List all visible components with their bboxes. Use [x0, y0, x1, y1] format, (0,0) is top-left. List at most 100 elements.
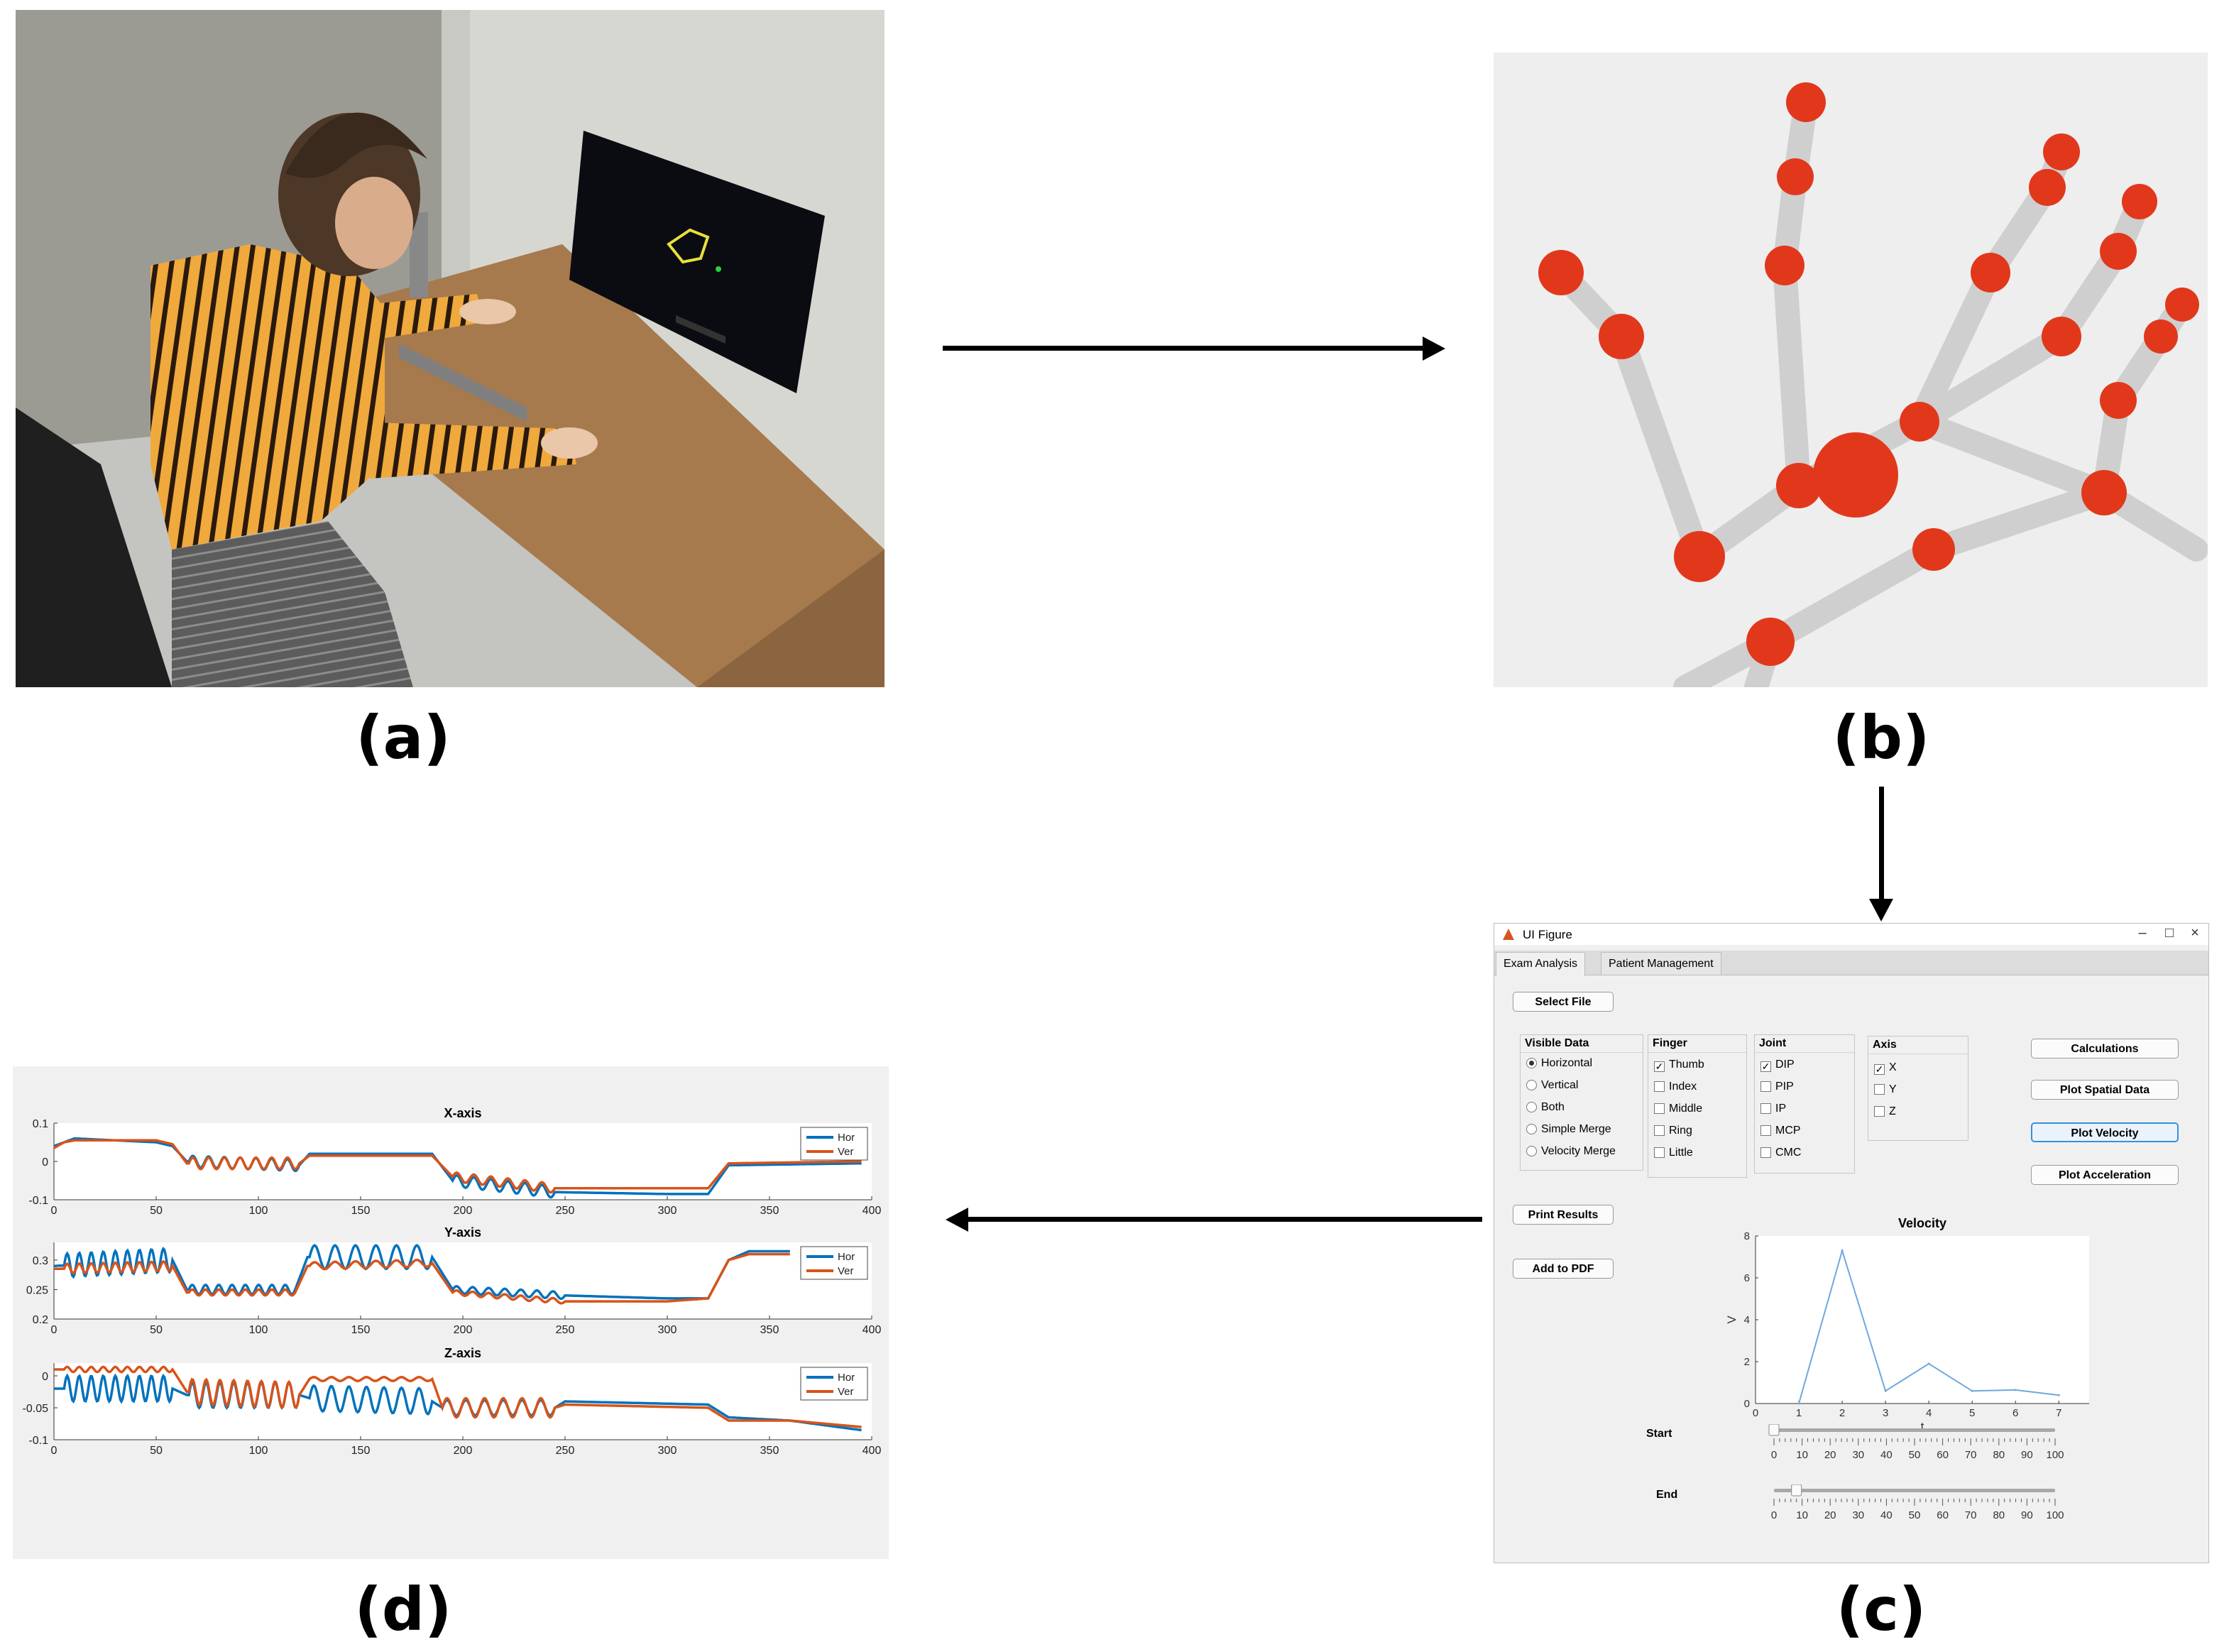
plot-area: [54, 1123, 872, 1200]
axis-group: Axis ✓X Y Z: [1868, 1036, 1968, 1141]
close-icon[interactable]: ×: [2191, 925, 2199, 941]
legend-box: [800, 1246, 868, 1280]
radio-simple-merge[interactable]: Simple Merge: [1526, 1122, 1611, 1137]
legend-label: Ver: [838, 1386, 854, 1398]
checkbox-ring[interactable]: Ring: [1654, 1124, 1692, 1138]
slider-tick-label: 40: [1880, 1449, 1893, 1461]
plot-acceleration-button[interactable]: Plot Acceleration: [2031, 1165, 2179, 1185]
tab-exam-analysis[interactable]: Exam Analysis: [1496, 952, 1586, 976]
arrow-head-right: [1423, 337, 1445, 361]
x-tick-label: 4: [1926, 1407, 1932, 1419]
legend-label: Hor: [838, 1251, 855, 1263]
hand-skeleton-render: [1494, 53, 2208, 687]
checkbox-thumb[interactable]: ✓Thumb: [1654, 1059, 1704, 1072]
y-tick-label: -0.1: [28, 1435, 48, 1447]
velocity-point: [1884, 1389, 1887, 1392]
y-tick-label: 0.25: [26, 1284, 48, 1296]
checkbox-x[interactable]: ✓X: [1874, 1061, 1897, 1075]
legend-label: Ver: [838, 1265, 854, 1277]
radio-horizontal[interactable]: Horizontal: [1526, 1056, 1592, 1071]
checkbox-little[interactable]: Little: [1654, 1146, 1693, 1160]
velocity-point: [2057, 1394, 2060, 1396]
chart-title: Velocity: [1898, 1216, 1946, 1230]
x-tick-label: 0: [51, 1205, 57, 1217]
add-to-pdf-button[interactable]: Add to PDF: [1513, 1259, 1614, 1279]
x-tick-label: 0: [51, 1445, 57, 1457]
slider-tick-label: 100: [2046, 1509, 2064, 1521]
radio-both[interactable]: Both: [1526, 1100, 1565, 1115]
matlab-icon: [1503, 929, 1514, 940]
checkbox-dip[interactable]: ✓DIP: [1760, 1059, 1795, 1072]
slider-tick-label: 30: [1852, 1449, 1864, 1461]
checkbox-cmc[interactable]: CMC: [1760, 1146, 1801, 1160]
start-slider-label: Start: [1646, 1428, 1672, 1440]
slider-tick-label: 0: [1771, 1449, 1777, 1461]
tab-bar: Exam Analysis Patient Management: [1494, 951, 2208, 976]
x-tick-label: 100: [249, 1205, 268, 1217]
x-tick-label: 1: [1796, 1407, 1802, 1419]
plot-spatial-data-button[interactable]: Plot Spatial Data: [2031, 1080, 2179, 1100]
x-tick-label: 350: [760, 1445, 779, 1457]
panel-label-b: (b): [1832, 703, 1930, 772]
scene-illustration: [16, 10, 885, 687]
checkbox-index[interactable]: Index: [1654, 1080, 1697, 1094]
checkbox-middle[interactable]: Middle: [1654, 1102, 1702, 1116]
maximize-icon[interactable]: □: [2164, 925, 2174, 941]
x-tick-label: 50: [150, 1324, 163, 1336]
series-line-ver: [53, 1252, 790, 1305]
plot-area: [54, 1242, 872, 1319]
tab-patient-management[interactable]: Patient Management: [1601, 952, 1721, 975]
x-tick-label: 7: [2056, 1407, 2061, 1419]
x-tick-label: 200: [454, 1205, 473, 1217]
series-line-hor: [54, 1244, 790, 1301]
window-title: UI Figure: [1523, 928, 1572, 941]
velocity-point: [1971, 1389, 1973, 1392]
legend-box: [800, 1127, 868, 1161]
x-tick-label: 100: [249, 1324, 268, 1336]
checkbox-y[interactable]: Y: [1874, 1083, 1897, 1097]
velocity-point: [2014, 1389, 2017, 1391]
slider-track: [1774, 1489, 2055, 1492]
y-axis-label: V: [1725, 1315, 1738, 1324]
x-tick-label: 400: [862, 1324, 882, 1336]
minimize-icon[interactable]: –: [2138, 925, 2147, 941]
group-title: Joint: [1755, 1035, 1854, 1053]
slider-tick-label: 20: [1824, 1449, 1836, 1461]
slider-thumb: [1791, 1484, 1802, 1497]
x-tick-label: 3: [1883, 1407, 1888, 1419]
print-results-button[interactable]: Print Results: [1513, 1205, 1614, 1225]
plot-area: [1756, 1236, 2089, 1404]
calculations-button[interactable]: Calculations: [2031, 1039, 2179, 1059]
y-tick-label: 0: [42, 1371, 48, 1383]
slider-track: [1774, 1428, 2055, 1432]
ui-figure-window: UI Figure – □ × Exam Analysis Patient Ma…: [1494, 923, 2209, 1563]
radio-velocity-merge[interactable]: Velocity Merge: [1526, 1144, 1616, 1159]
radio-vertical[interactable]: Vertical: [1526, 1078, 1578, 1093]
chart-title: Y-axis: [444, 1225, 481, 1240]
x-tick-label: 300: [658, 1324, 677, 1336]
y-tick-label: 2: [1744, 1356, 1750, 1368]
x-tick-label: 5: [1969, 1407, 1975, 1419]
arrow-left: [968, 1217, 1482, 1222]
checkbox-z[interactable]: Z: [1874, 1105, 1896, 1119]
x-tick-label: 6: [2012, 1407, 2018, 1419]
x-tick-label: 250: [556, 1205, 575, 1217]
checkbox-pip[interactable]: PIP: [1760, 1080, 1794, 1094]
x-tick-label: 150: [351, 1324, 371, 1336]
x-tick-label: 150: [351, 1445, 371, 1457]
joint-group: Joint ✓DIP PIP IP MCP CMC: [1754, 1034, 1855, 1174]
slider-tick-label: 60: [1937, 1509, 1949, 1521]
plot-velocity-button[interactable]: Plot Velocity: [2031, 1122, 2179, 1142]
x-tick-label: 400: [862, 1445, 882, 1457]
checkbox-ip[interactable]: IP: [1760, 1102, 1786, 1116]
legend-label: Ver: [838, 1146, 854, 1158]
x-tick-label: 0: [1753, 1407, 1758, 1419]
checkbox-mcp[interactable]: MCP: [1760, 1124, 1801, 1138]
series-line-ver: [53, 1139, 862, 1194]
end-slider-label: End: [1656, 1489, 1678, 1501]
select-file-button[interactable]: Select File: [1513, 992, 1614, 1012]
arrow-head-down: [1869, 899, 1893, 921]
